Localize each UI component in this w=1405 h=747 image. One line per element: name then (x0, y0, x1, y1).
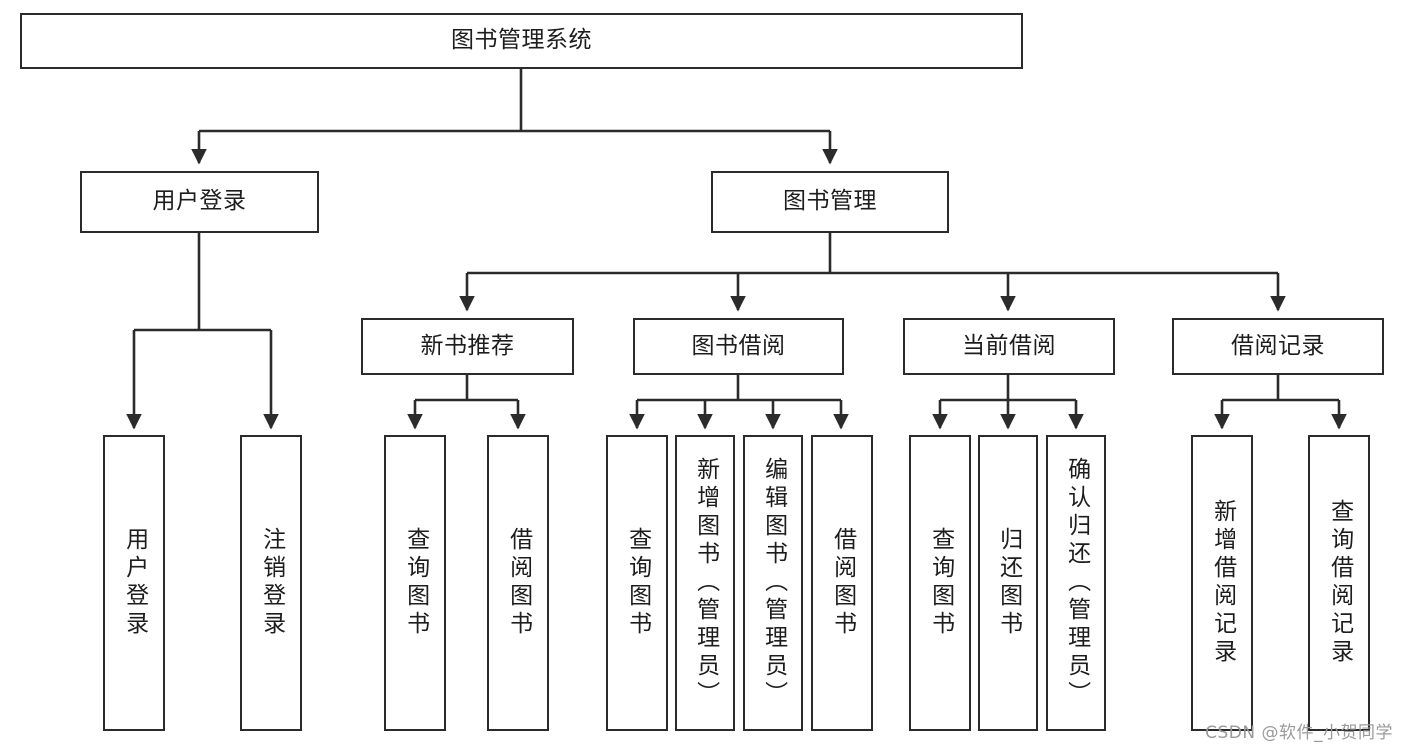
node-leaf-return-book[interactable]: 归还图书 (978, 435, 1038, 731)
node-label: 注销登录 (258, 527, 285, 639)
node-leaf-add-book-admin[interactable]: 新增图书（管理员） (675, 435, 735, 731)
node-leaf-borrow-book[interactable]: 借阅图书 (811, 435, 873, 731)
node-label: 借阅图书 (829, 527, 856, 639)
node-label: 新增借阅记录 (1209, 499, 1236, 667)
node-label: 用户登录 (152, 188, 247, 215)
node-leaf-query-borrow-record[interactable]: 查询借阅记录 (1308, 435, 1370, 731)
node-borrow-record[interactable]: 借阅记录 (1172, 318, 1384, 375)
node-label: 图书管理 (783, 188, 877, 215)
node-label: 查询图书 (927, 527, 954, 639)
node-leaf-borrow-book-recommend[interactable]: 借阅图书 (487, 435, 549, 731)
node-book-management-system[interactable]: 图书管理系统 (20, 13, 1023, 69)
node-new-book-recommend[interactable]: 新书推荐 (361, 318, 574, 375)
node-leaf-query-book[interactable]: 查询图书 (606, 435, 668, 731)
node-book-management[interactable]: 图书管理 (711, 171, 949, 233)
node-label: 新增图书（管理员） (692, 457, 719, 709)
node-leaf-logout[interactable]: 注销登录 (240, 435, 302, 731)
node-label: 图书管理系统 (451, 27, 592, 54)
node-book-borrow[interactable]: 图书借阅 (633, 318, 844, 375)
node-leaf-query-book-current[interactable]: 查询图书 (909, 435, 971, 731)
node-current-borrow[interactable]: 当前借阅 (903, 318, 1115, 375)
node-label: 归还图书 (995, 527, 1022, 639)
node-label: 新书推荐 (420, 332, 515, 359)
node-label: 查询图书 (624, 527, 651, 639)
node-label: 编辑图书（管理员） (760, 457, 787, 709)
node-label: 用户登录 (121, 527, 148, 639)
node-leaf-user-login[interactable]: 用户登录 (103, 435, 165, 731)
node-label: 查询借阅记录 (1326, 499, 1353, 667)
node-label: 当前借阅 (962, 332, 1056, 359)
node-leaf-query-book-recommend[interactable]: 查询图书 (384, 435, 446, 731)
node-label: 借阅图书 (505, 527, 532, 639)
node-leaf-add-borrow-record[interactable]: 新增借阅记录 (1191, 435, 1253, 731)
node-label: 查询图书 (402, 527, 429, 639)
node-label: 图书借阅 (691, 332, 786, 359)
node-label: 确认归还（管理员） (1063, 457, 1090, 709)
node-label: 借阅记录 (1231, 332, 1325, 359)
node-leaf-confirm-return-admin[interactable]: 确认归还（管理员） (1046, 435, 1106, 731)
node-leaf-edit-book-admin[interactable]: 编辑图书（管理员） (743, 435, 803, 731)
node-user-login[interactable]: 用户登录 (80, 171, 319, 233)
